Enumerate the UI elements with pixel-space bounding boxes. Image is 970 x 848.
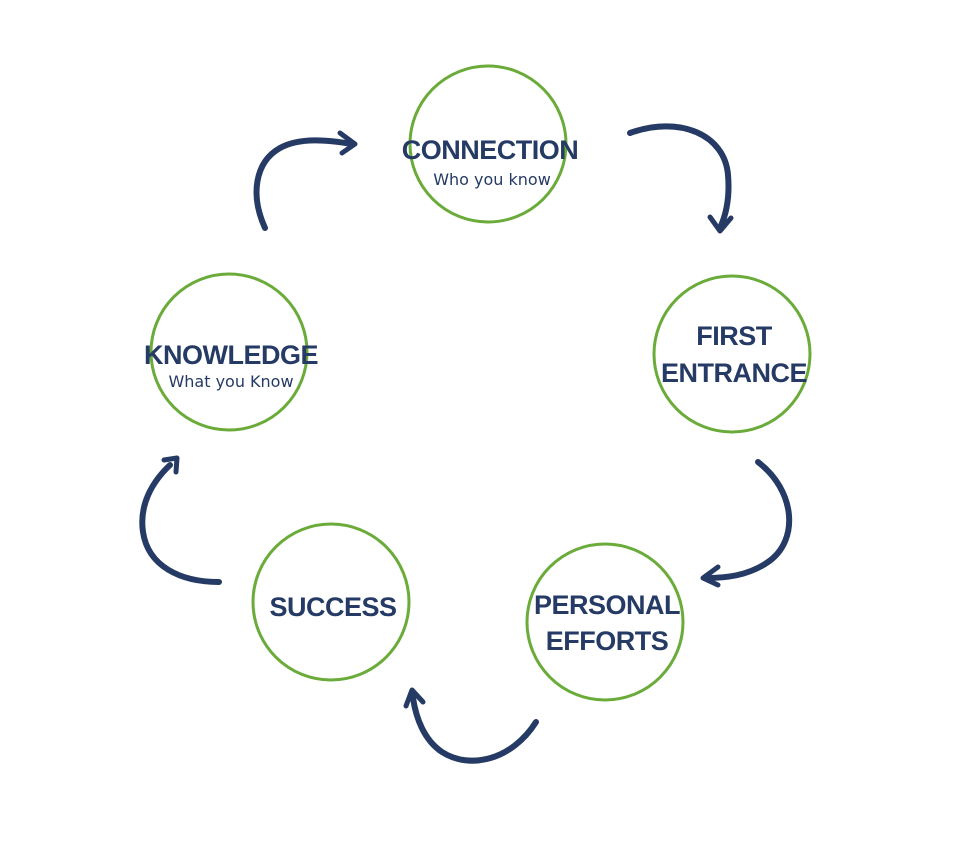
node-first-entrance: FIRST ENTRANCE — [652, 274, 812, 434]
node-ring — [149, 272, 309, 432]
node-title-line: SUCCESS — [269, 592, 396, 622]
arrow-success-to-knowledge — [139, 455, 222, 585]
arrow-head — [707, 214, 734, 234]
arrow-curve — [703, 459, 793, 581]
node-title-line: KNOWLEDGE — [144, 340, 318, 370]
arrow-head — [161, 455, 180, 475]
arrow-head — [403, 687, 426, 709]
arrow-head — [337, 130, 358, 156]
node-title-line: PERSONAL — [534, 590, 680, 620]
node-subtitle: Who you know — [433, 170, 551, 189]
node-ring — [251, 522, 411, 682]
node-knowledge: KNOWLEDGE What you Know — [144, 272, 319, 432]
node-ring — [652, 274, 812, 434]
arrow-head — [700, 564, 721, 588]
arrow-curve — [410, 695, 539, 764]
node-title-line: CONNECTION — [402, 135, 579, 165]
node-success: SUCCESS — [251, 522, 411, 682]
node-title-line: EFFORTS — [546, 626, 669, 656]
arrow-curve — [139, 462, 222, 585]
node-connection: CONNECTION Who you know — [402, 64, 579, 224]
node-ring — [408, 64, 568, 224]
arrow-curve — [627, 123, 732, 231]
node-title-line: FIRST — [696, 321, 773, 351]
arrow-connection-to-first-entrance — [627, 123, 734, 234]
arrow-knowledge-to-connection — [253, 130, 358, 231]
node-personal-efforts: PERSONAL EFFORTS — [525, 542, 685, 702]
node-subtitle: What you Know — [168, 372, 293, 391]
arrow-first-entrance-to-personal-efforts — [700, 459, 793, 588]
node-title-line: ENTRANCE — [661, 358, 807, 388]
node-ring — [525, 542, 685, 702]
arrow-curve — [253, 137, 355, 231]
arrow-personal-efforts-to-success — [403, 687, 539, 764]
